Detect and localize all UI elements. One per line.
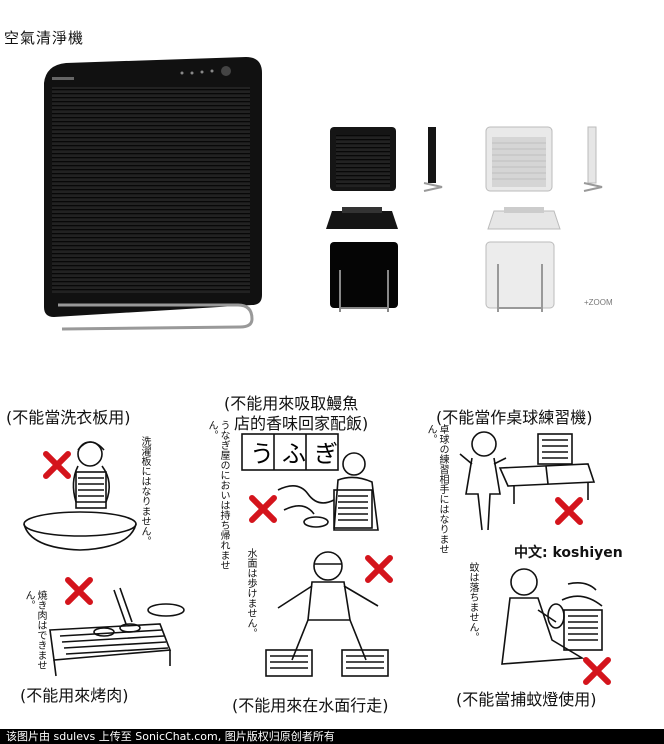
caption-grill: (不能用來烤肉) [20,686,129,705]
x-mark-icon [249,495,277,523]
black-side-thumbnail[interactable] [420,125,446,195]
mosquito-lamp-illustration [501,568,603,665]
page-title: 空氣清淨機 [4,29,85,47]
sign-char-3: ぎ [314,440,338,468]
black-front-thumbnail[interactable] [328,125,398,195]
x-mark-icon [555,497,583,525]
caption-mosquito: (不能當捕蚊燈使用) [456,690,597,709]
caption-eel-line2: 店的香味回家配飯) [234,414,369,433]
white-top-thumbnail[interactable] [484,205,564,235]
vertical-text-mosquito: 蚊は落ちません。 [467,562,478,642]
caption-eel: (不能用來吸取鰻魚 [224,394,359,413]
grill-illustration [49,587,185,677]
eel-shop-illustration: う ふ ぎ [241,433,379,531]
white-side-thumbnail[interactable] [580,125,606,195]
x-mark-icon [365,555,393,583]
black-top-thumbnail[interactable] [322,205,402,235]
caption-water: (不能用來在水面行走) [232,696,389,715]
white-front-thumbnail[interactable] [484,125,554,195]
vertical-text-washboard: 洗濯板にはなりません。 [139,436,150,546]
caption-pingpong: (不能當作桌球練習機) [436,408,593,427]
translator-watermark: 中文: koshiyen [514,545,623,561]
x-mark-icon [583,657,611,685]
air-purifier-main-image [44,57,262,331]
black-back-thumbnail[interactable] [328,240,400,316]
vertical-text-eel: うなぎ屋のにおいは持ち帰れません。 [206,420,229,570]
zoom-link[interactable]: +ZOOM [584,298,613,307]
sign-char-2: ふ [282,440,306,468]
x-mark-icon [65,577,93,605]
caption-washboard: (不能當洗衣板用) [6,408,131,427]
vertical-text-water: 水面は歩けません。 [245,548,256,638]
x-mark-icon [43,451,71,479]
sign-char-1: う [250,440,274,468]
washboard-illustration [23,441,137,551]
pingpong-illustration [459,431,596,531]
vertical-text-pingpong: 卓球の練習相手にはなりません。 [425,424,448,554]
footer-credit: 该图片由 sdulevs 上传至 SonicChat.com, 图片版权归原创者… [0,729,664,744]
ninja-water-illustration [265,551,389,677]
vertical-text-grill: 焼き肉はできません。 [23,590,46,670]
white-back-thumbnail[interactable] [484,240,556,316]
